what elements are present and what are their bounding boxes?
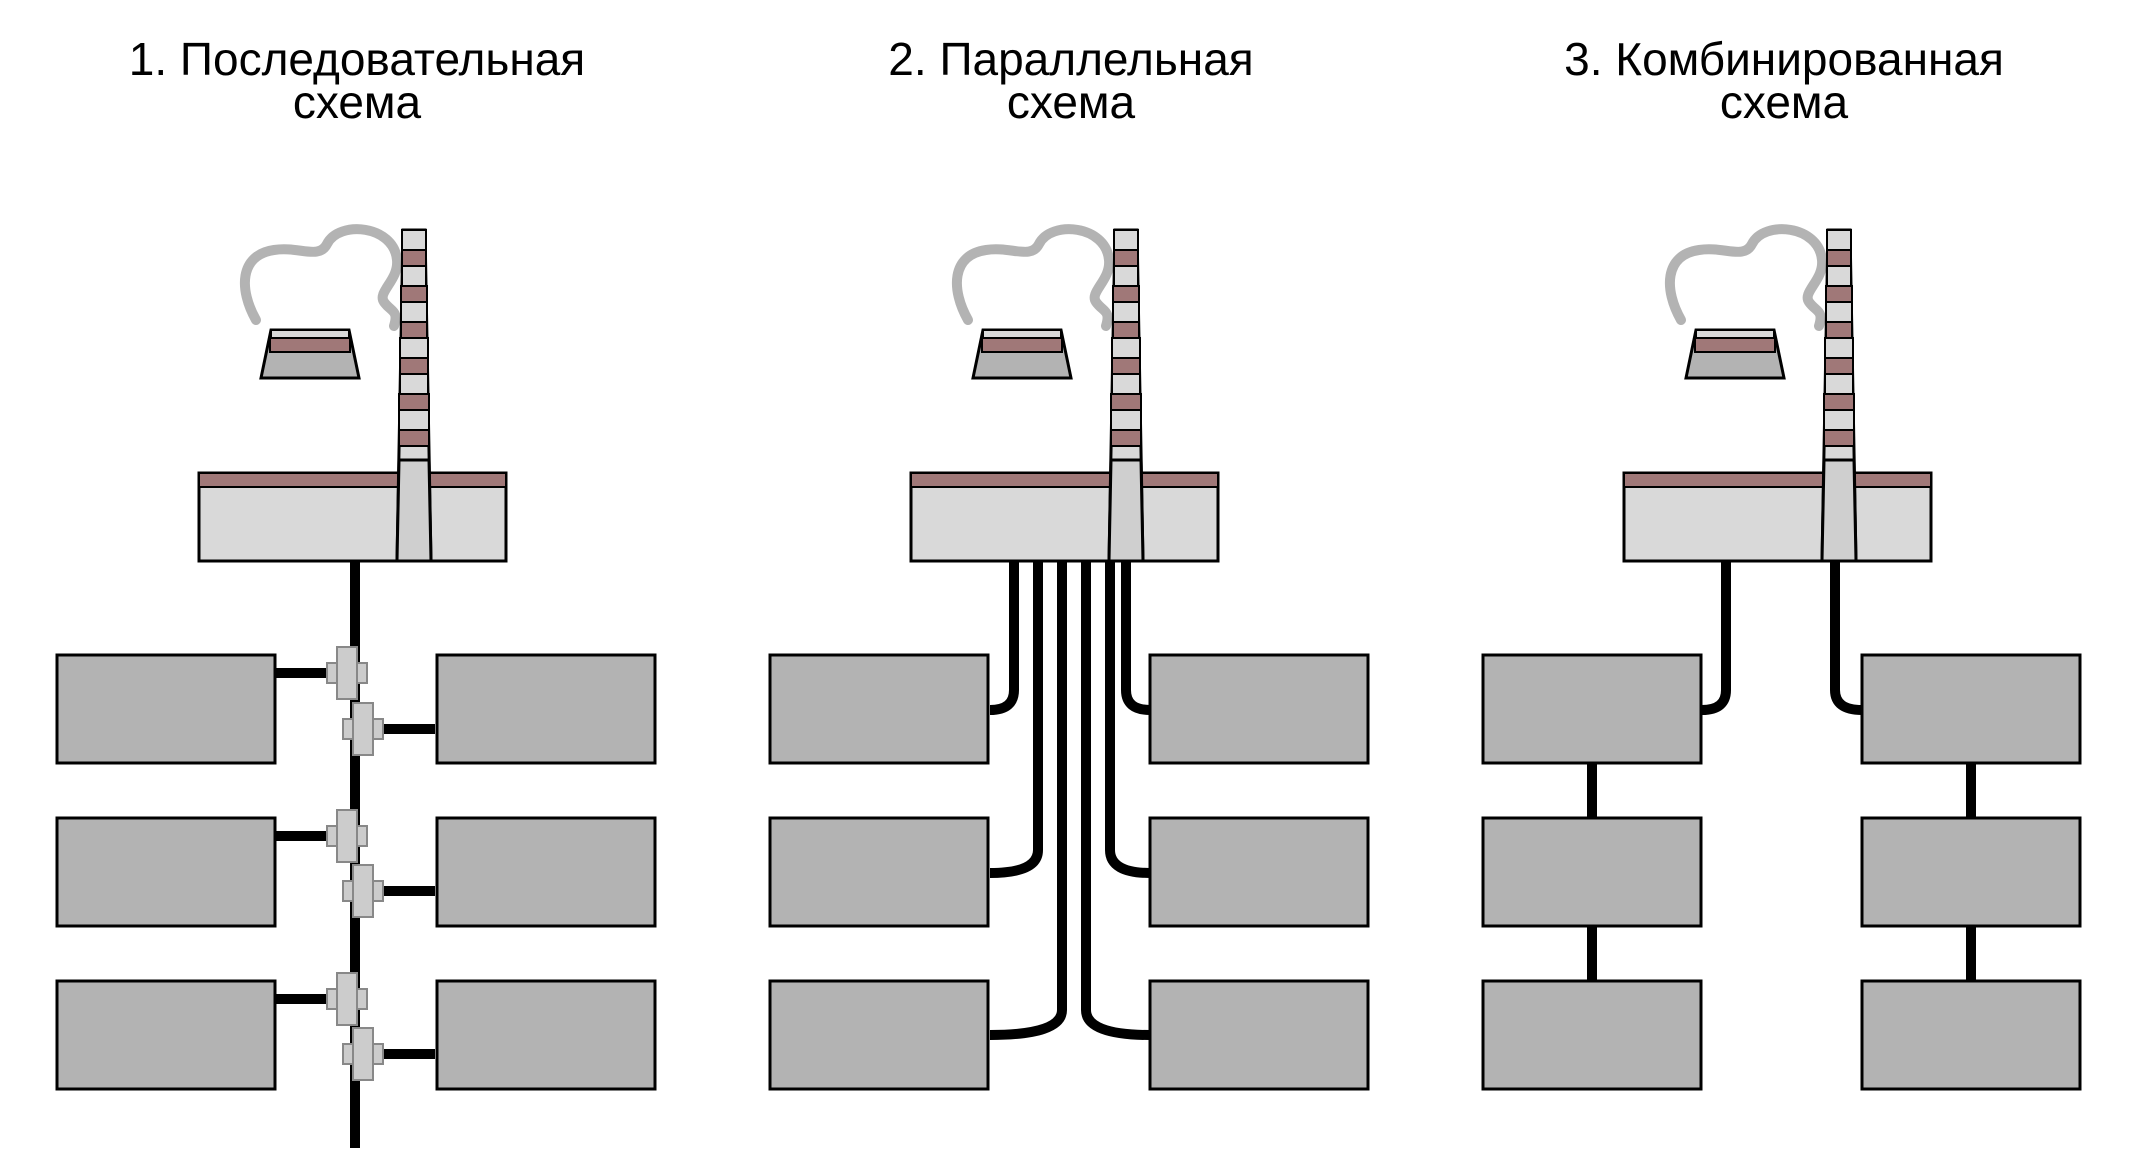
panel-2-title-line2: схема [1007, 76, 1136, 128]
panel-3-title-line1: 3. Комбинированная [1564, 33, 2004, 85]
consumer-buildings [1481, 653, 2082, 1091]
panel-3-title-line2: схема [1720, 76, 1849, 128]
panel-serial: 1. Последовательная схема [55, 33, 657, 1148]
panel-1-title-line1: 1. Последовательная [129, 33, 585, 85]
parallel-pipes [989, 561, 1151, 1040]
combined-pipes [1587, 561, 1976, 981]
panel-2-title-line1: 2. Параллельная [888, 33, 1253, 85]
heating-plant-icon [911, 229, 1218, 561]
heating-plant-icon [1624, 229, 1931, 561]
consumer-buildings [768, 653, 1370, 1091]
panel-combined: 3. Комбинированная схема [1481, 33, 2082, 1091]
heating-plant-icon [199, 229, 506, 561]
panel-1-title-line2: схема [293, 76, 422, 128]
panel-parallel: 2. Параллельная схема [768, 33, 1370, 1091]
branch-pipes [275, 668, 435, 1059]
